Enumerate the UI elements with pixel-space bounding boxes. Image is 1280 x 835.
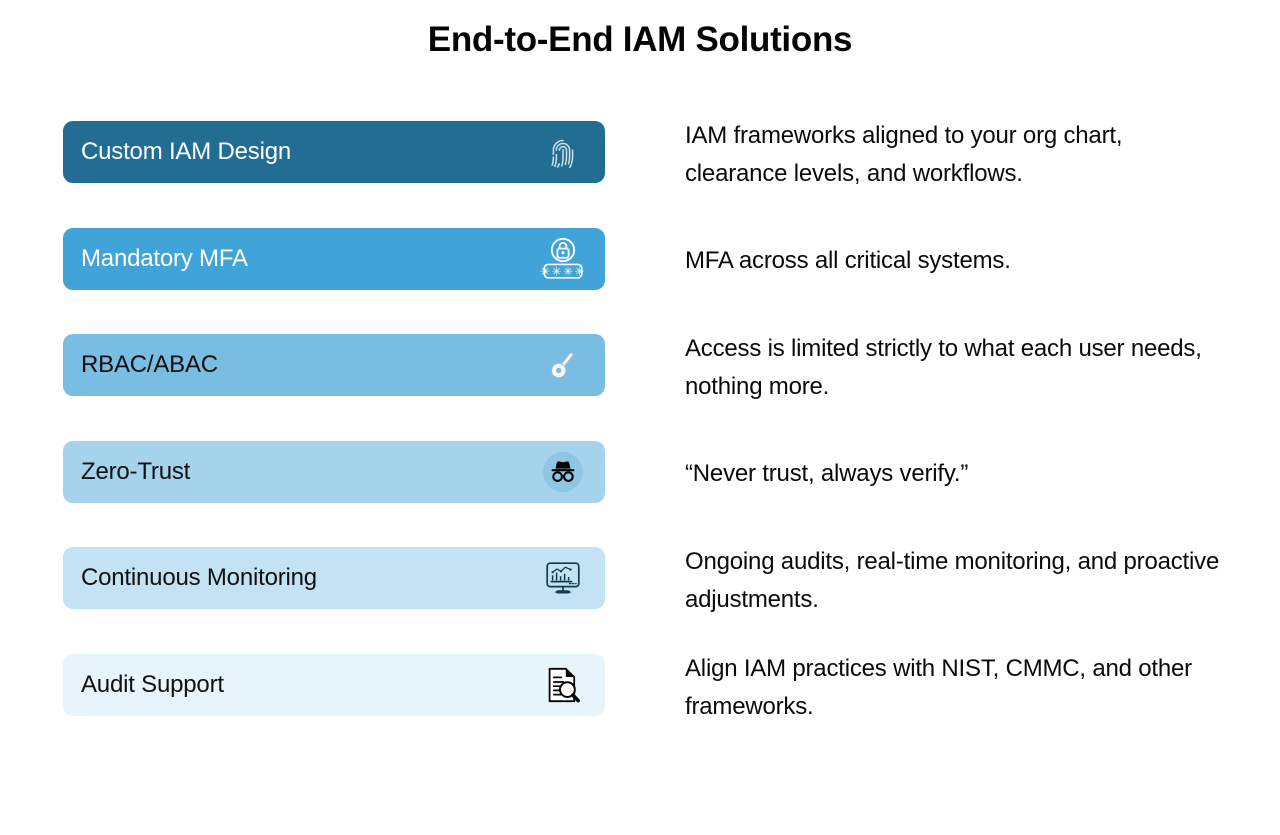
solution-row: Audit Support Align IAM practices with N… bbox=[0, 653, 1280, 761]
card-custom-iam-design[interactable]: Custom IAM Design bbox=[63, 121, 605, 183]
svg-text:✳✳✳✳: ✳✳✳✳ bbox=[540, 264, 586, 278]
monitor-chart-icon bbox=[541, 556, 585, 600]
solution-description: “Never trust, always verify.” bbox=[685, 459, 969, 487]
solution-description: Access is limited strictly to what each … bbox=[685, 335, 1202, 400]
fingerprint-icon bbox=[541, 130, 585, 174]
card-label: Continuous Monitoring bbox=[81, 564, 317, 591]
card-zero-trust[interactable]: Zero-Trust bbox=[63, 440, 605, 503]
card-label: Mandatory MFA bbox=[81, 244, 248, 272]
card-label: Custom IAM Design bbox=[81, 138, 291, 165]
solution-row: Zero-Trust “Never trust, always verify.” bbox=[0, 440, 1280, 548]
solutions-list: Custom IAM Design IAM framewor bbox=[0, 121, 1280, 760]
solution-row: Mandatory MFA ✳✳✳✳ MFA across all critic… bbox=[0, 227, 1280, 335]
card-mandatory-mfa[interactable]: Mandatory MFA ✳✳✳✳ bbox=[63, 227, 605, 290]
solution-description: MFA across all critical systems. bbox=[685, 246, 1011, 274]
document-search-icon bbox=[541, 663, 585, 707]
card-label: Audit Support bbox=[81, 670, 224, 698]
password-lock-icon: ✳✳✳✳ bbox=[540, 237, 586, 281]
incognito-icon bbox=[541, 450, 585, 494]
card-label: Zero-Trust bbox=[81, 457, 191, 485]
key-icon bbox=[541, 343, 585, 387]
card-continuous-monitoring[interactable]: Continuous Monitoring bbox=[63, 547, 605, 609]
card-audit-support[interactable]: Audit Support bbox=[63, 653, 605, 716]
solution-row: Continuous Monitoring bbox=[0, 547, 1280, 654]
solution-description: Ongoing audits, real-time monitoring, an… bbox=[685, 548, 1220, 613]
card-rbac-abac[interactable]: RBAC/ABAC bbox=[63, 334, 605, 396]
solution-description: IAM frameworks aligned to your org chart… bbox=[685, 122, 1123, 187]
solution-description: Align IAM practices with NIST, CMMC, and… bbox=[685, 654, 1192, 720]
solution-row: Custom IAM Design IAM framewor bbox=[0, 121, 1280, 228]
card-label: RBAC/ABAC bbox=[81, 351, 218, 378]
page-title: End-to-End IAM Solutions bbox=[427, 20, 853, 59]
solution-row: RBAC/ABAC Access is limited strictly to … bbox=[0, 334, 1280, 441]
